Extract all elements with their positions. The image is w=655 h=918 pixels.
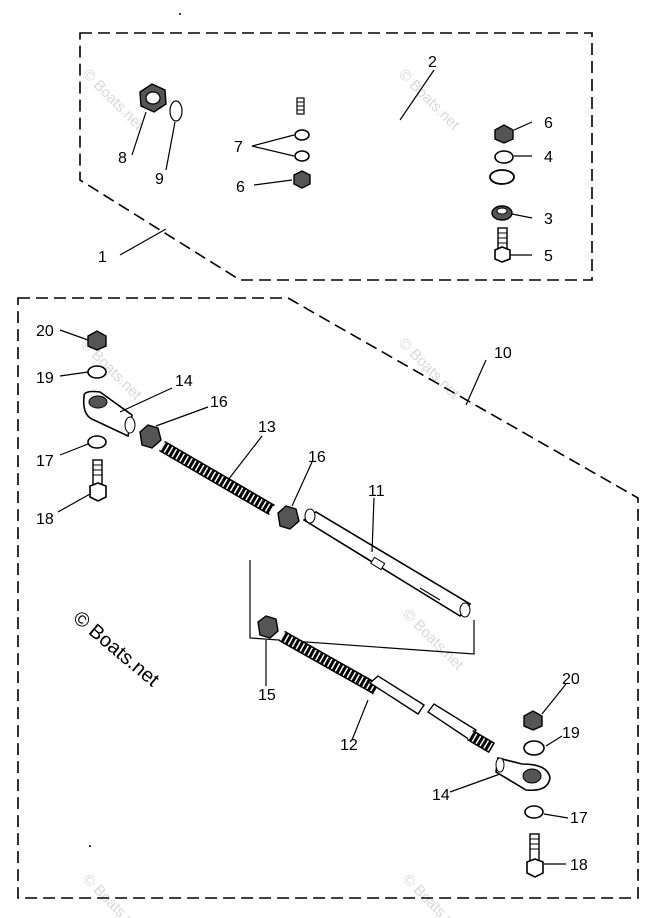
- callout-19-top: 19: [36, 370, 54, 387]
- callout-14-bottom: 14: [432, 787, 450, 804]
- stray-dot-bottom: [89, 845, 91, 847]
- callout-7: 7: [234, 139, 243, 156]
- part-11-tube: [302, 508, 472, 618]
- callout-5: 5: [544, 248, 553, 265]
- part-18-bolt-bottom: [526, 833, 544, 878]
- part-5-bolt: [494, 227, 511, 263]
- watermark-7: © Boats.net: [399, 871, 467, 918]
- part-20-nut-bottom: [523, 710, 543, 731]
- stray-dot-top: [179, 13, 181, 15]
- part-6-nut-right: [494, 124, 514, 144]
- part-9-o-ring: [169, 100, 183, 122]
- part-3-bushing: [491, 205, 513, 221]
- part-8-nut: [139, 83, 167, 113]
- part-17-washer-bottom: [524, 805, 544, 819]
- part-19-washer-top: [87, 365, 107, 379]
- part-4-washer: [494, 150, 514, 164]
- callout-11: 11: [368, 483, 385, 500]
- callout-12: 12: [340, 737, 358, 754]
- callout-3: 3: [544, 211, 553, 228]
- part-18-bolt-top: [89, 459, 107, 502]
- callout-6-right: 6: [544, 115, 553, 132]
- part-6-nut-left: [293, 170, 311, 189]
- part-13-threaded-rod: [158, 440, 276, 516]
- assembly-10-boundary: [17, 297, 639, 899]
- callout-13: 13: [258, 419, 276, 436]
- callout-labels: 1 2 3 4 5 6 6 7 8 9 10 11 12 13 14 14 15…: [36, 54, 588, 874]
- callout-10: 10: [494, 345, 512, 362]
- callout-18-bottom: 18: [570, 857, 588, 874]
- assembly-1-boundary: [79, 32, 593, 281]
- part-20-nut-top: [87, 330, 107, 351]
- callout-15: 15: [258, 687, 276, 704]
- callout-20-top: 20: [36, 323, 54, 340]
- callout-20-bottom: 20: [562, 671, 580, 688]
- part-14-rod-end-top: [82, 390, 136, 438]
- callout-17-bottom: 17: [570, 810, 588, 827]
- part-2-link-rod: [296, 66, 515, 185]
- upper-parts: [139, 66, 515, 263]
- part-7-washer-a: [294, 129, 310, 141]
- watermark-6: © Boats.net: [79, 871, 147, 918]
- watermarks: © Boats.net © Boats.net © Boats.net © Bo…: [69, 66, 468, 918]
- callout-19-bottom: 19: [562, 725, 580, 742]
- callout-2: 2: [428, 54, 437, 71]
- callout-6-left: 6: [236, 179, 245, 196]
- part-16-nut-upper: [139, 424, 162, 449]
- part-14-rod-end-bottom: [495, 757, 551, 792]
- lower-parts: [82, 330, 551, 878]
- part-15-nut: [257, 615, 279, 639]
- callout-14-top: 14: [175, 373, 193, 390]
- alignment-bracket: [249, 560, 475, 655]
- callout-16-lower: 16: [308, 449, 326, 466]
- watermark-1: © Boats.net: [79, 66, 147, 134]
- watermark-large: © Boats.net: [69, 607, 164, 691]
- callout-1: 1: [98, 249, 107, 266]
- callout-8: 8: [118, 150, 127, 167]
- part-16-nut-lower: [277, 505, 300, 530]
- part-17-washer-top: [87, 435, 107, 449]
- watermark-5: © Boats.net: [399, 606, 467, 674]
- callout-16-upper: 16: [210, 394, 228, 411]
- callout-4: 4: [544, 149, 553, 166]
- callout-17-top: 17: [36, 453, 54, 470]
- part-12-adjuster-rod: [279, 630, 496, 754]
- part-7-washer-b: [294, 150, 310, 162]
- callout-9: 9: [155, 171, 164, 188]
- part-19-washer-bottom: [523, 740, 545, 756]
- callout-18-top: 18: [36, 511, 54, 528]
- leader-lines: [57, 69, 569, 865]
